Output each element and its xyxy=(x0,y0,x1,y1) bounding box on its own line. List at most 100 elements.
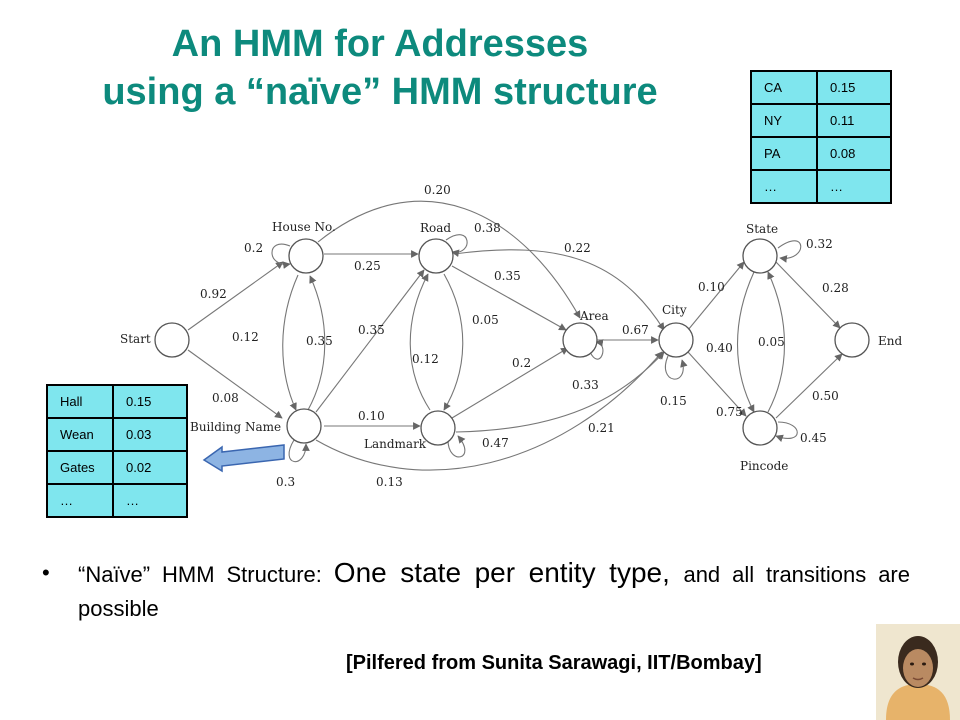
edge-house-area xyxy=(317,200,581,319)
prob-pincode-end: 0.50 xyxy=(812,389,839,403)
edge-start-building xyxy=(187,349,283,419)
prob-cell: 0.03 xyxy=(112,417,188,452)
prob-city-pincode: 0.75 xyxy=(716,405,743,419)
state-cell: PA xyxy=(750,136,818,171)
prob-road-city: 0.22 xyxy=(564,241,591,255)
transition-edges xyxy=(187,200,843,471)
prob-cell: 0.11 xyxy=(816,103,892,138)
node-house-no xyxy=(288,238,324,274)
state-cell: CA xyxy=(750,70,818,105)
node-state xyxy=(742,238,778,274)
label-state: State xyxy=(746,222,778,236)
table-row: CA 0.15 xyxy=(750,70,892,105)
prob-city-state: 0.10 xyxy=(698,280,725,294)
prob-house-self: 0.2 xyxy=(244,241,263,255)
prob-start-building: 0.08 xyxy=(212,391,239,405)
edge-start-house xyxy=(187,261,284,331)
prob-area-self: 0.33 xyxy=(572,378,599,392)
building-emission-table: Hall 0.15 Wean 0.03 Gates 0.02 … … xyxy=(46,384,188,518)
prob-area-city: 0.67 xyxy=(622,323,649,337)
edge-building-road xyxy=(315,269,425,413)
label-landmark: Landmark xyxy=(364,437,427,451)
label-pincode: Pincode xyxy=(740,459,788,473)
label-end: End xyxy=(878,334,902,348)
prob-building-house: 0.35 xyxy=(306,334,333,348)
bullet-symbol: • xyxy=(42,560,50,585)
edge-city-pincode xyxy=(687,351,747,417)
state-cell: NY xyxy=(750,103,818,138)
edge-road-city xyxy=(453,249,665,331)
state-emission-table: CA 0.15 NY 0.11 PA 0.08 … … xyxy=(750,70,892,204)
prob-cell: … xyxy=(816,169,892,204)
edge-landmark-area xyxy=(451,347,569,419)
slide-title: An HMM for Addresses using a “naïve” HMM… xyxy=(40,20,720,116)
node-start xyxy=(154,322,190,358)
label-house-no: House No. xyxy=(272,220,336,234)
building-cell: … xyxy=(46,483,114,518)
edge-building-house xyxy=(307,275,326,411)
state-cell: … xyxy=(750,169,818,204)
label-start: Start xyxy=(120,332,151,346)
node-road xyxy=(418,238,454,274)
state-nodes xyxy=(154,238,870,446)
edge-city-state xyxy=(687,261,745,331)
state-labels: Start House No. Building Name Road Landm… xyxy=(120,220,902,473)
prob-house-building: 0.12 xyxy=(232,330,259,344)
prob-pincode-state: 0.05 xyxy=(758,335,785,349)
edge-house-self xyxy=(271,243,291,269)
table-row: Wean 0.03 xyxy=(46,417,188,452)
title-line-2: using a “naïve” HMM structure xyxy=(102,71,658,113)
bullet-text-part1: “Naïve” HMM Structure: xyxy=(78,562,334,587)
label-building-name: Building Name xyxy=(190,420,281,434)
prob-building-self: 0.3 xyxy=(276,475,295,489)
node-end xyxy=(834,322,870,358)
edge-pincode-self xyxy=(775,421,798,442)
building-cell: Hall xyxy=(46,384,114,419)
table-row: Hall 0.15 xyxy=(46,384,188,419)
prob-landmark-road: 0.12 xyxy=(412,352,439,366)
table-row: Gates 0.02 xyxy=(46,450,188,485)
prob-building-road: 0.35 xyxy=(358,323,385,337)
edge-landmark-city xyxy=(455,351,665,433)
prob-state-self: 0.32 xyxy=(806,237,833,251)
bullet-point: • “Naïve” HMM Structure: One state per e… xyxy=(42,556,910,626)
building-cell: Gates xyxy=(46,450,114,485)
prob-city-self: 0.15 xyxy=(660,394,687,408)
edge-pincode-end xyxy=(775,353,843,419)
edge-state-self xyxy=(777,240,802,263)
prob-road-area: 0.35 xyxy=(494,269,521,283)
author-photo xyxy=(876,624,960,720)
edge-road-self xyxy=(445,234,468,258)
prob-house-road: 0.25 xyxy=(354,259,381,273)
bullet-text: “Naïve” HMM Structure: One state per ent… xyxy=(78,556,910,626)
prob-landmark-city: 0.21 xyxy=(588,421,615,435)
transition-labels: 0.92 0.08 0.2 0.25 0.20 0.12 0.35 0.3 0.… xyxy=(200,183,849,489)
prob-pincode-self: 0.45 xyxy=(800,431,827,445)
edge-landmark-road xyxy=(409,273,431,411)
edge-pincode-state xyxy=(767,271,785,413)
table-row: … … xyxy=(46,483,188,518)
prob-state-pincode: 0.40 xyxy=(706,341,733,355)
prob-state-end: 0.28 xyxy=(822,281,849,295)
node-pincode xyxy=(742,410,778,446)
node-building-name xyxy=(286,408,322,444)
edge-road-area xyxy=(451,265,567,331)
edge-building-self xyxy=(288,439,310,463)
edge-landmark-self xyxy=(447,435,466,458)
edge-road-landmark xyxy=(443,273,464,411)
bullet-text-part2: One state per entity type, xyxy=(333,557,684,588)
edge-area-self xyxy=(589,339,604,360)
edge-building-city xyxy=(315,351,663,471)
prob-cell: … xyxy=(112,483,188,518)
table-row: PA 0.08 xyxy=(750,136,892,171)
pointer-arrow xyxy=(202,444,285,473)
node-area xyxy=(562,322,598,358)
prob-cell: 0.08 xyxy=(816,136,892,171)
prob-cell: 0.15 xyxy=(112,384,188,419)
edge-house-building xyxy=(282,274,299,411)
prob-landmark-area: 0.2 xyxy=(512,356,531,370)
prob-start-house: 0.92 xyxy=(200,287,227,301)
prob-road-landmark: 0.05 xyxy=(472,313,499,327)
bullet-text-part3: and all transitions are possible xyxy=(78,562,910,621)
